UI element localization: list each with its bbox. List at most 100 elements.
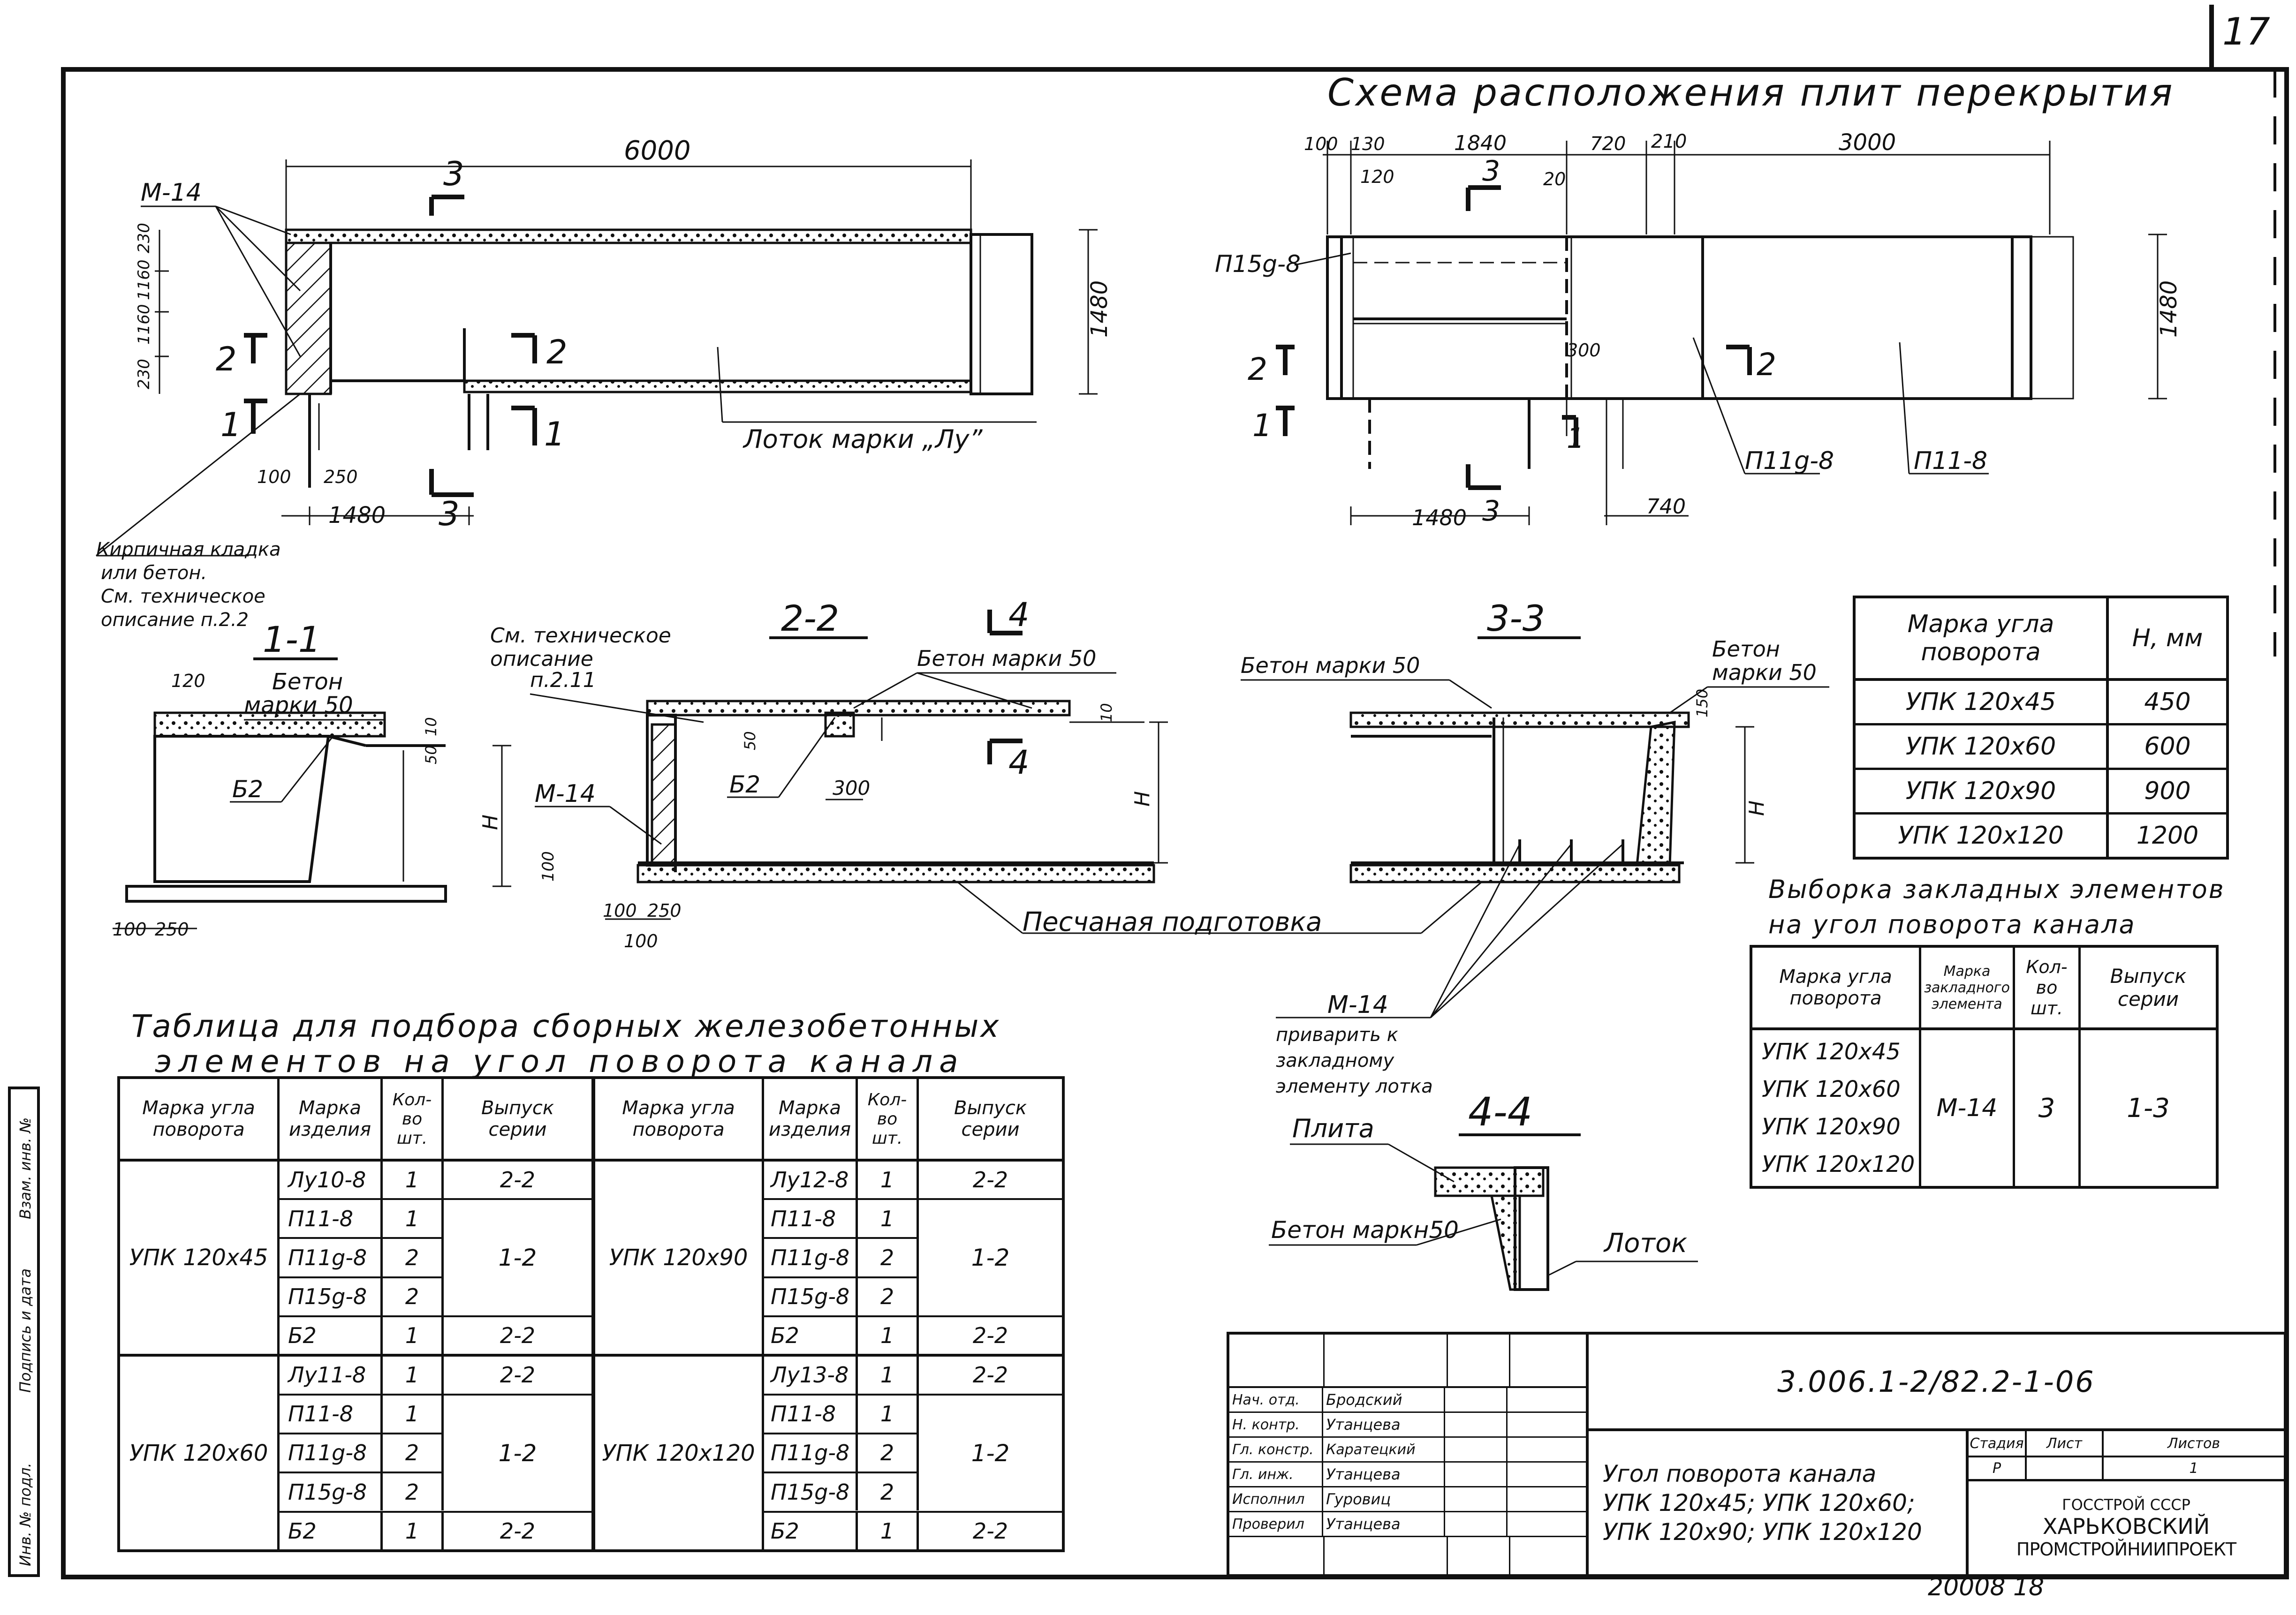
section-2-2-m14: М-14	[535, 780, 596, 808]
sel-item: Б2	[764, 1512, 858, 1549]
stage-header: Стадия	[1969, 1431, 2027, 1456]
sel-qty: 2	[383, 1278, 444, 1315]
sel-item: Лу10-8	[280, 1162, 383, 1198]
sel-item: П15g-8	[280, 1473, 383, 1511]
sel-qty: 1	[383, 1357, 444, 1394]
org-line-1: Госстрой СССР	[2062, 1496, 2190, 1514]
embedded-series: 1-3	[2127, 1093, 2170, 1124]
plan-right-dim-20: 20	[1543, 169, 1566, 189]
sel-series: 2-2	[972, 1323, 1008, 1348]
organization: Госстрой СССР Харьковский Промстройниипр…	[1969, 1481, 2284, 1574]
embedded-mark: УПК 120х120	[1762, 1151, 1915, 1177]
weld-m14: М-14	[1327, 991, 1388, 1019]
sel-group-mark: УПК 120х90	[595, 1162, 764, 1354]
sel-header-qty: Кол-во шт.	[858, 1079, 919, 1159]
sel-row: Лу10-8 1 2-2	[280, 1162, 591, 1200]
sel-series: 2-2	[500, 1323, 536, 1348]
section-3-3-beton-right-1: Бетон	[1712, 636, 1780, 662]
sel-qty: 2	[858, 1473, 919, 1511]
org-line-2: Харьковский	[2042, 1514, 2210, 1539]
signature-name: Утанцева	[1323, 1512, 1445, 1536]
plan-left-dim-250: 250	[324, 467, 358, 487]
section-1-1-d50: 50	[422, 745, 440, 764]
section-2-2-d250: 250	[647, 900, 682, 921]
title-block-signatures: Нач. отд. Бродский Н. контр. Утанцева Гл…	[1229, 1335, 1589, 1574]
plan-right-dim-130: 130	[1351, 134, 1385, 154]
margin-stamp-a: Инв. № подл.	[16, 1463, 34, 1566]
sheet-header: Лист	[2027, 1431, 2104, 1456]
section-2-2-note-2: описание	[490, 647, 593, 671]
sel-header-mark: Марка угла поворота	[120, 1079, 280, 1159]
sel-header-series: Выпуск серии	[954, 1097, 1027, 1140]
section-2-2-note-1: См. техническое	[490, 624, 671, 648]
cut-label-r-2-right: 2	[1757, 347, 1776, 383]
height-table-mark: УПК 120х45	[1856, 681, 2109, 723]
signature-row: Исполнил Гуровиц	[1229, 1487, 1586, 1512]
signature-name: Утанцева	[1323, 1463, 1445, 1486]
sel-qty: 1	[383, 1317, 444, 1354]
cut-mark-r-3-top: 3	[1466, 155, 1501, 211]
embedded-mark: УПК 120х90	[1762, 1114, 1901, 1140]
section-2-2-beton: Бетон марки 50	[917, 646, 1096, 671]
sel-item: П11g-8	[280, 1239, 383, 1276]
sel-row: Лу12-8 1 2-2	[764, 1162, 1062, 1200]
section-4-4: 4-4 Плита Бетон маркн50 Лоток	[1269, 1089, 1698, 1291]
sel-row: П11-8 1	[764, 1395, 919, 1434]
section-1-1-title: 1-1	[263, 619, 321, 660]
cut-mark-4-top: 4	[987, 596, 1030, 635]
plan-left-side-3: 1160	[135, 304, 153, 345]
sel-group-mark: УПК 120х60	[120, 1357, 280, 1549]
section-1-1-b2: Б2	[232, 776, 263, 803]
sel-item: П11-8	[280, 1395, 383, 1433]
cut-label-4-bottom: 4	[1008, 743, 1030, 782]
weld-note: М-14 приварить к закладному элементу лот…	[1276, 843, 1624, 1097]
sel-item: П11-8	[764, 1200, 858, 1238]
sel-group-mark: УПК 120х120	[595, 1357, 764, 1549]
sheets-header: Листов	[2167, 1435, 2220, 1452]
sel-qty: 2	[858, 1278, 919, 1315]
sel-header-mark: Марка угла поворота	[595, 1079, 764, 1159]
height-table-value: 450	[2144, 688, 2191, 716]
sel-series: 2-2	[500, 1362, 536, 1388]
section-1-1-d100: 100	[113, 919, 147, 940]
embedded-header-element: Марка закладного элемента	[1921, 948, 2015, 1027]
plan-right-dim-720: 720	[1590, 133, 1626, 155]
section-4-4-beton: Бетон маркн50	[1271, 1216, 1459, 1244]
selection-table-right: Марка угла поворота Марка изделия Кол-во…	[595, 1079, 1062, 1549]
section-2-2-d100b: 100	[624, 931, 658, 951]
title-block: Нач. отд. Бродский Н. контр. Утанцева Гл…	[1227, 1332, 2287, 1577]
section-2-2: 2-2 4 4 См. техническое описание п.2.11 …	[490, 596, 1168, 951]
cut-label-2-left: 2	[216, 340, 237, 378]
signature-role: Проверил	[1229, 1512, 1323, 1536]
signature-role: Гл. инж.	[1229, 1463, 1323, 1486]
cut-label-r-3-bottom: 3	[1482, 495, 1500, 528]
signature-name: Бродский	[1323, 1388, 1445, 1411]
sel-row: П11g-8 2	[764, 1434, 919, 1474]
sel-qty: 2	[383, 1473, 444, 1511]
plan-left-tray-label: Лоток марки „Лу”	[743, 424, 983, 454]
cut-label-3-bottom: 3	[439, 495, 460, 533]
sel-series: 2-2	[500, 1518, 536, 1544]
sel-item: Б2	[764, 1317, 858, 1354]
drawing-name-1: Угол поворота канала	[1603, 1460, 1877, 1487]
sel-qty: 1	[383, 1200, 444, 1238]
sel-series: 1-2	[971, 1244, 1010, 1271]
embedded-table: Марка угла поворота Марка закладного эле…	[1750, 945, 2219, 1189]
sel-row: Лу13-8 1 2-2	[764, 1357, 1062, 1396]
sel-qty: 2	[383, 1239, 444, 1276]
sel-item: Б2	[280, 1512, 383, 1549]
section-1-1: 1-1 Бетон марки 50 120 H 50 10 Б2 100 25…	[113, 619, 511, 940]
plan-left-brick-note-3: См. техническое	[101, 586, 265, 607]
section-1-1-d120: 120	[171, 671, 205, 691]
cut-mark-r-2-right: 2	[1726, 345, 1776, 383]
cut-label-r-2-left: 2	[1248, 351, 1267, 387]
signature-row: Проверил Утанцева	[1229, 1512, 1586, 1537]
sel-qty: 1	[383, 1162, 444, 1198]
plan-right-p11: П11-8	[1914, 447, 1987, 475]
sel-row: П11-8 1	[280, 1395, 444, 1434]
sel-header-series: Выпуск серии	[481, 1097, 554, 1140]
cut-mark-r-1-right: 1	[1562, 415, 1584, 455]
embedded-table-title-2: на угол поворота канала	[1768, 910, 2136, 939]
sel-item: П11g-8	[280, 1434, 383, 1472]
height-table-mark: УПК 120х90	[1856, 770, 2109, 812]
